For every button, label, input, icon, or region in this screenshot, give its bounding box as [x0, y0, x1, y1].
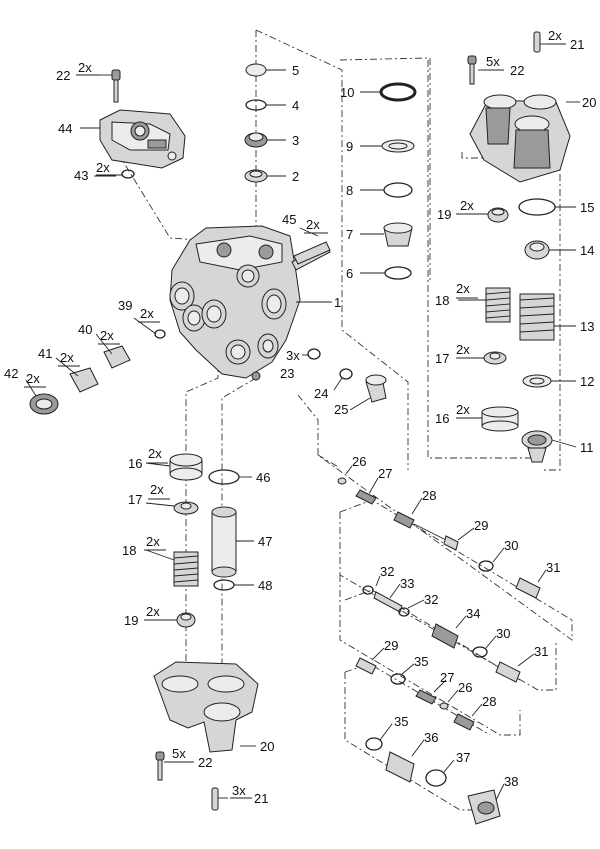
callout-39: 39: [118, 298, 132, 313]
callout-labels: 5 4 3 2 10 9 8 7 6 1 11 12 13 14 15 16 2…: [4, 28, 596, 806]
callout-32-a: 32: [380, 564, 394, 579]
callout-24: 24: [314, 386, 328, 401]
qty-17-left: 2x: [150, 482, 164, 497]
callout-22-top: 22: [510, 63, 524, 78]
valve-housing-part-20-bottom: [153, 661, 259, 811]
callout-1: 1: [334, 295, 341, 310]
callout-23: 23: [280, 366, 294, 381]
callout-32-b: 32: [424, 592, 438, 607]
qty-39: 2x: [140, 306, 154, 321]
qty-16-left: 2x: [148, 446, 162, 461]
qty-42: 2x: [26, 371, 40, 386]
callout-5: 5: [292, 63, 299, 78]
callout-6: 6: [346, 266, 353, 281]
qty-17-right: 2x: [456, 342, 470, 357]
qty-45: 2x: [306, 217, 320, 232]
qty-18-right: 2x: [456, 281, 470, 296]
callout-10: 10: [340, 85, 354, 100]
callout-48: 48: [258, 578, 272, 593]
callout-20-bottom: 20: [260, 739, 274, 754]
pump-body-part-1: [169, 225, 331, 381]
cover-plate-part-44: [99, 69, 186, 179]
callout-36: 36: [424, 730, 438, 745]
qty-41: 2x: [60, 350, 74, 365]
callout-7: 7: [346, 227, 353, 242]
plug-parts-23-25: [307, 348, 387, 403]
callout-35-a: 35: [414, 654, 428, 669]
callout-2: 2: [292, 169, 299, 184]
callout-14: 14: [580, 243, 594, 258]
quantity-underlines: [24, 43, 566, 799]
callout-30-a: 30: [504, 538, 518, 553]
qty-16-right: 2x: [456, 402, 470, 417]
callout-12: 12: [580, 374, 594, 389]
callout-9: 9: [346, 139, 353, 154]
callout-27-a: 27: [378, 466, 392, 481]
callout-33: 33: [400, 576, 414, 591]
callout-30-b: 30: [496, 626, 510, 641]
callout-41: 41: [38, 346, 52, 361]
qty-21-bottom: 3x: [232, 783, 246, 798]
callout-22-bottom: 22: [198, 755, 212, 770]
valve-housing-part-20-top: [467, 31, 571, 183]
callout-3: 3: [292, 133, 299, 148]
callout-38: 38: [504, 774, 518, 789]
callout-17-right: 17: [435, 351, 449, 366]
callout-18-right: 18: [435, 293, 449, 308]
callout-17-left: 17: [128, 492, 142, 507]
qty-19-left: 2x: [146, 604, 160, 619]
callout-28-a: 28: [422, 488, 436, 503]
qty-22-bottom: 5x: [172, 746, 186, 761]
qty-22-top: 5x: [486, 54, 500, 69]
callout-40: 40: [78, 322, 92, 337]
callout-29-b: 29: [384, 638, 398, 653]
callout-43: 43: [74, 168, 88, 183]
callout-11: 11: [580, 440, 594, 455]
callout-22-left: 22: [56, 68, 70, 83]
callout-19-right: 19: [437, 207, 451, 222]
callout-29-a: 29: [474, 518, 488, 533]
callout-16-left: 16: [128, 456, 142, 471]
callout-37: 37: [456, 750, 470, 765]
callout-34: 34: [466, 606, 480, 621]
callout-42: 42: [4, 366, 18, 381]
qty-22-left: 2x: [78, 60, 92, 75]
callout-4: 4: [292, 98, 299, 113]
callout-26-a: 26: [352, 454, 366, 469]
callout-25: 25: [334, 402, 348, 417]
callout-13: 13: [580, 319, 594, 334]
qty-18-left: 2x: [146, 534, 160, 549]
valve-assembly-parts-11-19: [481, 198, 556, 463]
valve-stack-parts-6-10: [379, 82, 417, 280]
side-fittings-parts-39-42-45: [29, 241, 331, 415]
callout-26-b: 26: [458, 680, 472, 695]
callout-21-bottom: 21: [254, 791, 268, 806]
callout-19-left: 19: [124, 613, 138, 628]
assembly-guide-lines: [109, 29, 573, 811]
callout-44: 44: [58, 121, 72, 136]
unloader-parts-26-38: [337, 477, 541, 825]
callout-21-top: 21: [570, 37, 584, 52]
callout-18-left: 18: [122, 543, 136, 558]
callout-16-right: 16: [435, 411, 449, 426]
qty-21-top: 2x: [548, 28, 562, 43]
callout-8: 8: [346, 183, 353, 198]
callout-31-a: 31: [546, 560, 560, 575]
qty-43: 2x: [96, 160, 110, 175]
qty-19-right: 2x: [460, 198, 474, 213]
callout-47: 47: [258, 534, 272, 549]
lower-valve-assembly-parts-16-22-46-48: [169, 453, 240, 628]
qty-40: 2x: [100, 328, 114, 343]
callout-20-top: 20: [582, 95, 596, 110]
callout-35-b: 35: [394, 714, 408, 729]
callout-28-b: 28: [482, 694, 496, 709]
callout-46: 46: [256, 470, 270, 485]
callout-31-b: 31: [534, 644, 548, 659]
callout-27-b: 27: [440, 670, 454, 685]
callout-15: 15: [580, 200, 594, 215]
qty-23: 3x: [286, 348, 300, 363]
callout-45: 45: [282, 212, 296, 227]
